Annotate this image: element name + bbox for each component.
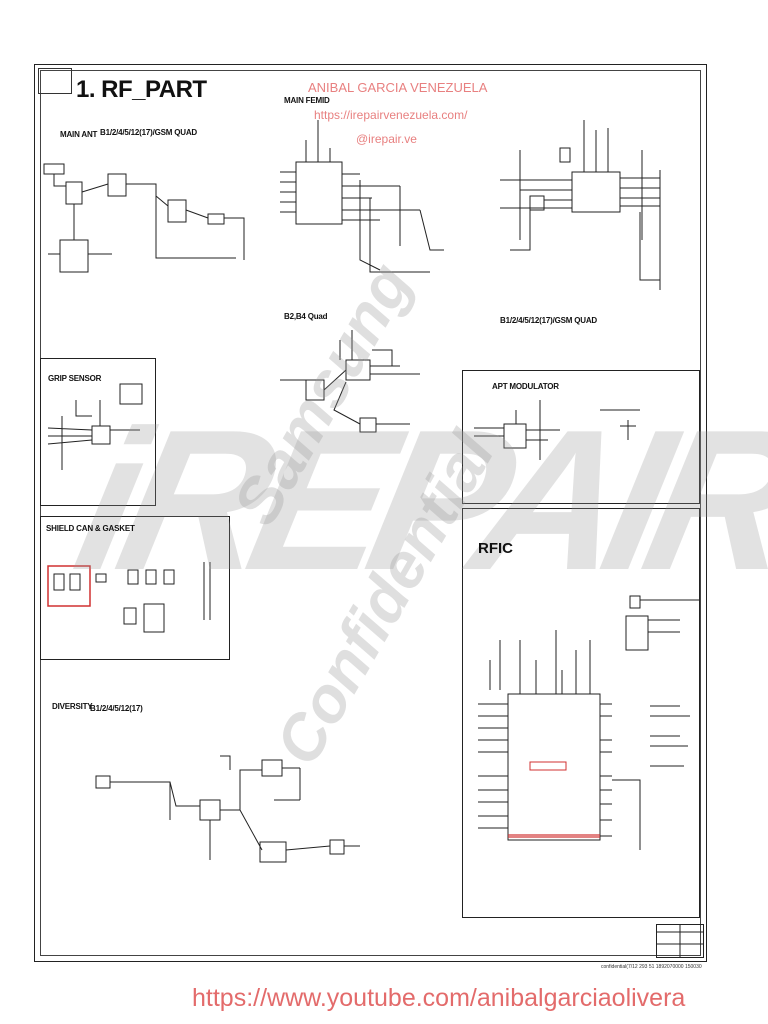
schematic-inner-border [40,70,701,956]
main-matching [207,213,225,225]
shield-part-4 [145,569,157,585]
div-filter [259,841,287,863]
youtube-link[interactable]: https://www.youtube.com/anibalgarciaoliv… [192,984,686,1012]
label-shield-can: SHIELD CAN & GASKET [46,524,135,533]
shield-part-6 [123,607,137,625]
shield-clip-2 [69,573,81,591]
grip-sensor-box [40,358,156,506]
label-bands-diversity: B1/2/4/5/12(17) [90,704,143,713]
div-antenna [95,775,111,789]
pa-module [571,171,621,213]
highlighted-part-box [47,565,91,607]
label-main-femid: MAIN FEMID [284,96,330,105]
rfic-ic [507,693,601,841]
tcxo [625,615,649,651]
pa-cap [559,147,571,163]
shield-part-5 [163,569,175,585]
shield-clip-1 [53,573,65,591]
div-lna [261,759,283,777]
grip-sensor-ic [91,425,111,445]
label-b2b4-quad: B2,B4 Quad [284,312,328,321]
tcxo-cap [629,595,641,609]
coupler-ic [59,239,89,273]
grip-pad [119,383,143,405]
label-apt-modulator: APT MODULATOR [492,382,559,391]
shield-part-3 [127,569,139,585]
confidential-footer-line: confidential(7/12 293 51 1892070000 1500… [601,964,702,970]
antenna-connector [43,163,65,175]
label-grip-sensor: GRIP SENSOR [48,374,102,383]
pa-filter [529,195,545,211]
watermark-handle: @irepair.ve [356,132,417,146]
shield-part-7 [143,603,165,633]
label-diversity: DIVERSITY [52,702,93,711]
main-filter [167,199,187,223]
watermark-url[interactable]: https://irepairvenezuela.com/ [314,108,468,122]
revision-block [38,68,72,94]
b2b4-filter [359,417,377,433]
rfic-pin-strip [508,834,600,838]
shield-can-box [40,516,230,660]
femid-ic [295,161,343,225]
gasket-1 [95,573,107,583]
rfic-box [462,508,700,918]
label-rfic: RFIC [478,540,513,557]
label-bands-right: B1/2/4/5/12(17)/GSM QUAD [500,316,598,325]
div-output [329,839,345,855]
page-title: 1. RF_PART [76,76,207,103]
div-switch [199,799,221,821]
antenna-switch [65,181,83,205]
watermark-name: ANIBAL GARCIA VENEZUELA [308,80,488,95]
schematic-sheet-border [34,64,707,962]
main-diplexer [107,173,127,197]
apt-modulator-box [462,370,700,504]
label-bands-main: B1/2/4/5/12(17)/GSM QUAD [100,128,198,137]
label-main-ant: MAIN ANT [60,130,98,139]
rfic-part-number-box [529,761,567,771]
